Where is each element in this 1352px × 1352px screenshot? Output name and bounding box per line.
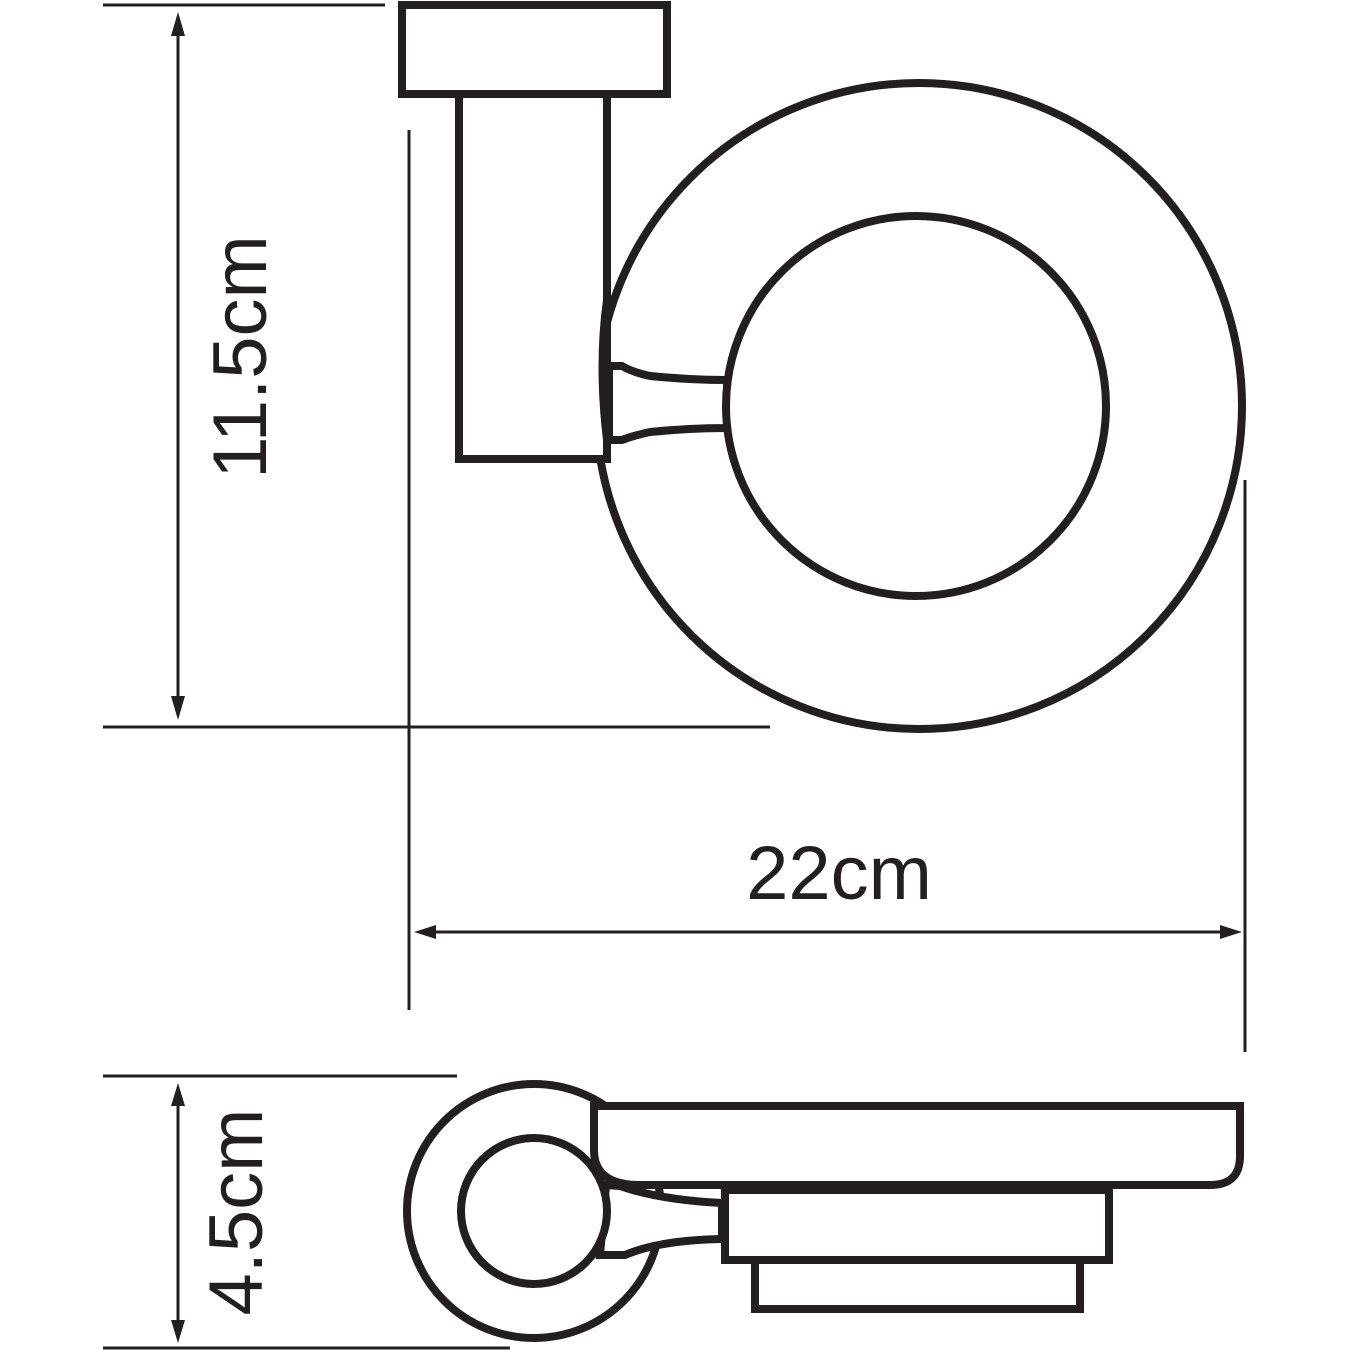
side-inner-circle <box>457 1134 611 1288</box>
wall-flange <box>398 1 671 98</box>
side-view <box>403 1080 1244 1342</box>
arrow-right-icon <box>1220 925 1242 939</box>
dimension-label-width: 22cm <box>746 831 932 916</box>
top-view <box>398 1 1246 733</box>
inner-dish-circle <box>722 212 1110 600</box>
arrow-up-icon <box>171 12 185 36</box>
arrow-left-icon <box>414 925 436 939</box>
dish-plate <box>590 1102 1244 1189</box>
dimension-label-side-height: 4.5cm <box>194 1109 279 1316</box>
arrow-down-icon <box>171 1320 185 1343</box>
arrow-down-icon <box>171 696 185 720</box>
connecting-arm <box>605 362 731 444</box>
base-block <box>751 1256 1084 1313</box>
side-arm <box>595 1180 726 1259</box>
mount-post <box>455 90 611 463</box>
dimension-label-height: 11.5cm <box>198 235 283 479</box>
arrow-up-icon <box>171 1083 185 1106</box>
dimension-lines <box>103 3 1247 1350</box>
holder-block <box>721 1186 1113 1264</box>
